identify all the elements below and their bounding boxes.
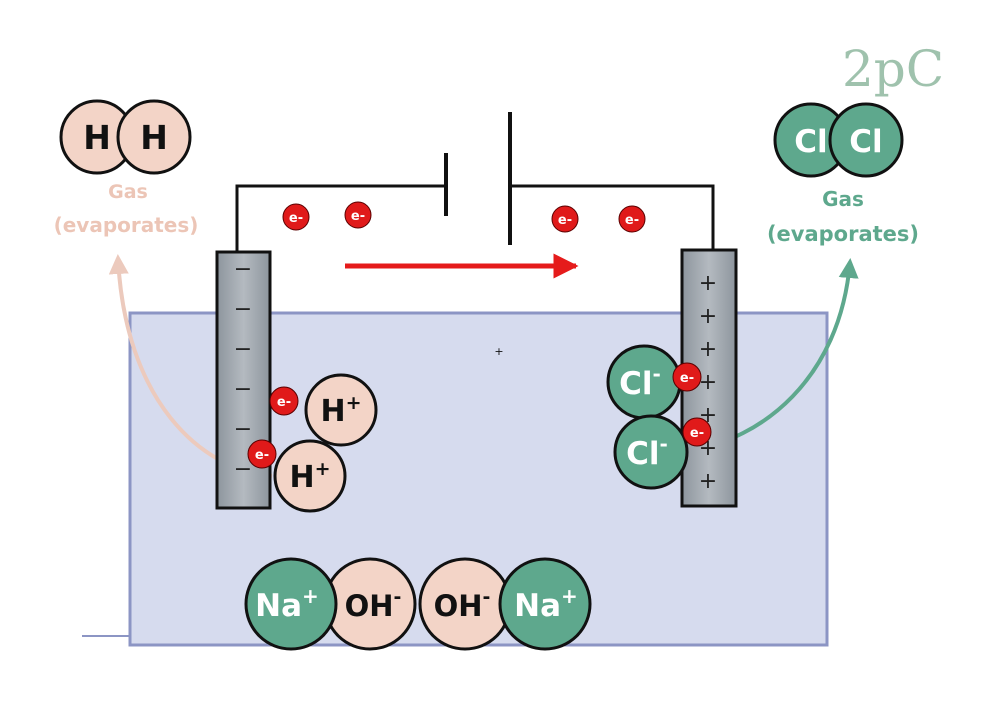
logo-2pc: 2pC — [842, 40, 944, 98]
right-wire — [510, 184, 715, 250]
electron-label: e- — [289, 211, 303, 226]
cathode-minus-sign: − — [234, 377, 252, 402]
svg-text:H+: H+ — [289, 458, 330, 495]
ion-charge: + — [315, 458, 331, 480]
electron-label: e- — [690, 426, 704, 441]
wire-electron: e- — [618, 205, 646, 233]
wire-electron: e- — [344, 201, 372, 229]
h-atom-label: H — [140, 118, 168, 157]
na-oh-pair-left: Na+ OH- — [244, 557, 417, 651]
ion-symbol: Cl — [626, 436, 659, 472]
ion-symbol: Na — [255, 588, 302, 624]
anode-plus-sign: + — [699, 469, 717, 494]
ion-charge: + — [302, 584, 319, 608]
ion-symbol: H — [320, 394, 345, 429]
svg-text:Na+: Na+ — [514, 584, 578, 624]
electron-label: e- — [255, 448, 269, 463]
cl-minus-ion: Cl- — [606, 344, 682, 420]
ion-symbol: OH — [434, 589, 483, 623]
h-plus-ion: H+ — [273, 439, 347, 513]
electron-label: e- — [277, 395, 291, 410]
na-oh-pair-right: OH- Na+ — [418, 557, 592, 651]
chlorine-gas-label: Gas — [822, 187, 864, 211]
left-wire — [235, 184, 446, 252]
cursor-crosshair: + — [494, 345, 503, 358]
ion-symbol: H — [289, 460, 314, 495]
anode-electron: e- — [682, 417, 712, 447]
ion-charge: - — [483, 586, 491, 608]
wire-electron: e- — [282, 203, 310, 231]
ion-charge: - — [653, 362, 661, 386]
cl-atom-label: Cl — [794, 124, 827, 160]
h-plus-ion: H+ — [304, 373, 378, 447]
svg-text:H+: H+ — [320, 392, 361, 429]
ion-symbol: Na — [514, 588, 561, 624]
ion-symbol: Cl — [619, 366, 652, 402]
electron-label: e- — [351, 209, 365, 224]
cathode-electron: e- — [247, 439, 277, 469]
electron-label: e- — [680, 371, 694, 386]
ion-charge: + — [346, 392, 362, 414]
cathode-minus-sign: − — [234, 457, 252, 482]
hydrogen-gas-label: Gas — [108, 181, 148, 203]
anode-plus-sign: + — [699, 370, 717, 395]
h-atom-label: H — [83, 118, 111, 157]
cathode-electron: e- — [269, 386, 299, 416]
ion-charge: + — [561, 584, 578, 608]
cathode-signs: − − − − − − — [234, 257, 252, 482]
electron-label: e- — [558, 213, 572, 228]
svg-text:OH-: OH- — [345, 586, 402, 623]
anode-signs: +++++++ — [699, 271, 717, 494]
wire-electron: e- — [551, 205, 579, 233]
h2-molecule: H H — [59, 99, 192, 175]
chlorine-evaporates-label: (evaporates) — [767, 222, 919, 246]
anode-electron: e- — [672, 362, 702, 392]
anode-plus-sign: + — [699, 271, 717, 296]
ion-charge: - — [394, 586, 402, 608]
cl2-molecule: Cl Cl — [773, 102, 904, 178]
svg-text:Cl-: Cl- — [626, 432, 668, 472]
cathode-minus-sign: − — [234, 257, 252, 282]
ion-charge: - — [660, 432, 668, 456]
anode-plus-sign: + — [699, 304, 717, 329]
ion-symbol: OH — [345, 589, 394, 623]
cathode-minus-sign: − — [234, 337, 252, 362]
cl-atom-label: Cl — [849, 124, 882, 160]
cathode-minus-sign: − — [234, 297, 252, 322]
cl-minus-ion: Cl- — [613, 414, 689, 490]
electron-label: e- — [625, 213, 639, 228]
svg-text:Cl-: Cl- — [619, 362, 661, 402]
svg-text:Na+: Na+ — [255, 584, 319, 624]
anode-plus-sign: + — [699, 337, 717, 362]
hydrogen-evaporates-label: (evaporates) — [54, 213, 199, 237]
cathode-minus-sign: − — [234, 417, 252, 442]
svg-text:OH-: OH- — [434, 586, 491, 623]
